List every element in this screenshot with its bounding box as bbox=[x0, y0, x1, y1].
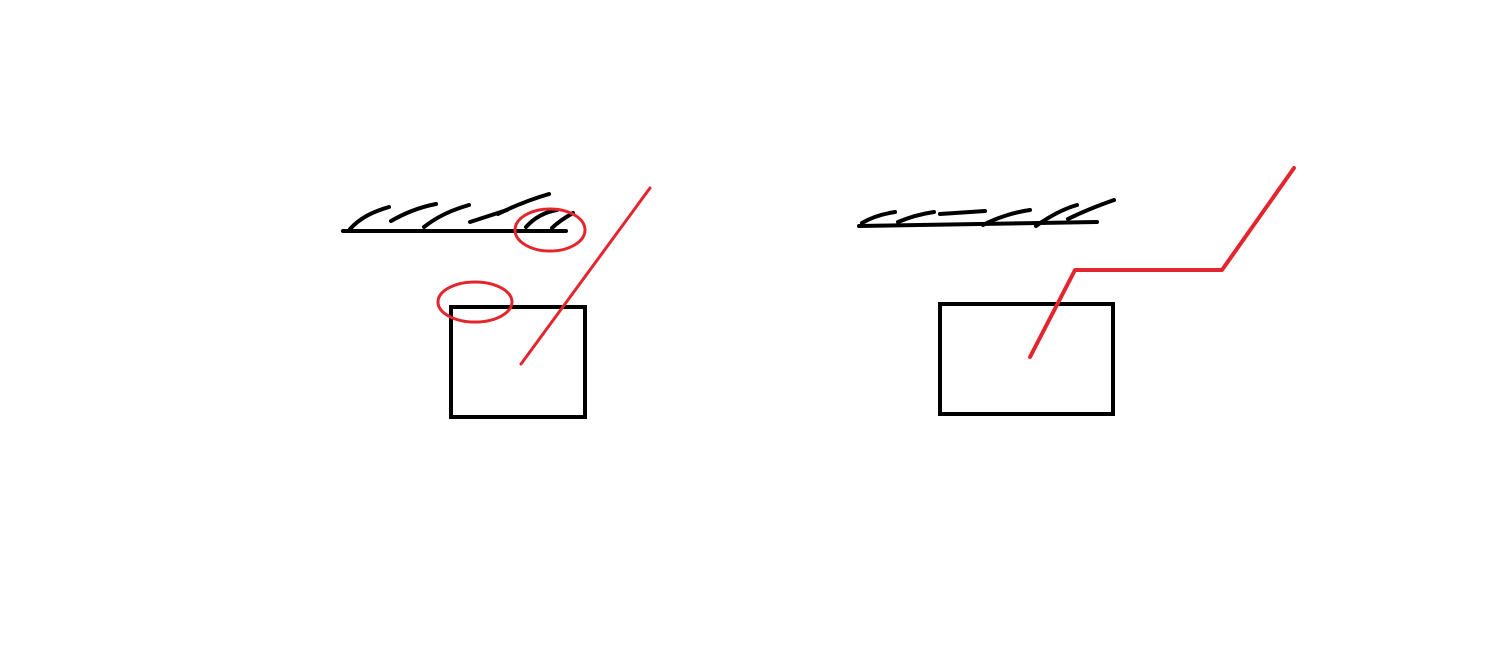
left-hatch-7 bbox=[550, 211, 575, 230]
right-surface-line bbox=[857, 220, 1099, 228]
left-straight-red-line bbox=[519, 186, 652, 366]
left-box bbox=[449, 305, 587, 419]
right-sketch bbox=[857, 166, 1296, 416]
right-hatch-5 bbox=[1034, 203, 1079, 228]
left-red-circle-surface-corner bbox=[513, 207, 587, 253]
right-hatch-4 bbox=[981, 208, 1032, 227]
left-hatch-3 bbox=[422, 203, 471, 229]
right-hatch-3 bbox=[938, 209, 987, 216]
right-hatch-1 bbox=[860, 210, 897, 225]
left-sketch bbox=[341, 186, 652, 419]
right-hatched-surface bbox=[857, 198, 1116, 228]
right-hatch-6 bbox=[1066, 198, 1116, 221]
right-hatch-2 bbox=[896, 210, 936, 224]
left-hatch-5 bbox=[496, 192, 551, 216]
left-red-circle-box-corner bbox=[436, 280, 514, 324]
right-bent-red-path bbox=[1028, 166, 1296, 359]
left-hatch-1 bbox=[348, 205, 391, 231]
right-box bbox=[938, 302, 1115, 416]
left-hatch-2 bbox=[389, 202, 438, 223]
left-hatched-surface bbox=[341, 192, 575, 233]
